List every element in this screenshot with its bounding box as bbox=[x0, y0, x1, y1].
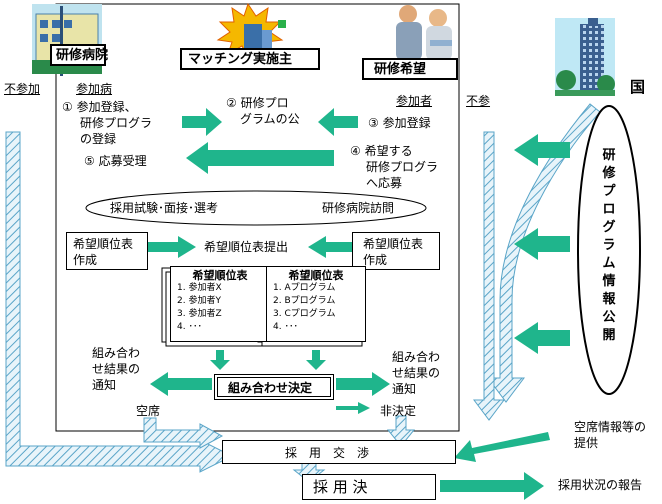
arrow-report bbox=[440, 472, 544, 500]
non-participating-left: 不参加 bbox=[4, 82, 41, 96]
nonparticipant-hatched-arrow bbox=[473, 131, 505, 421]
selection-oval bbox=[85, 190, 427, 226]
vacancy-info-1: 空席情報等の bbox=[574, 420, 647, 434]
gov-char: 報 bbox=[602, 292, 616, 307]
gov-char: グ bbox=[602, 220, 616, 235]
notify-left-1: 組み合わ bbox=[92, 346, 141, 360]
gov-char: 修 bbox=[602, 166, 616, 181]
applicant-ranking-create-1: 希望順位表 bbox=[363, 237, 424, 251]
report-label: 採用状況の報告 bbox=[558, 478, 643, 492]
arrow-step1 bbox=[182, 108, 222, 136]
vacancy-label: 空席 bbox=[136, 404, 161, 418]
step5: ⑤ 応募受理 bbox=[84, 154, 147, 168]
notify-right-3: 通知 bbox=[392, 382, 417, 396]
matching-decision: 組み合わせ決定 bbox=[228, 381, 313, 395]
notify-left-2: せ結果の bbox=[92, 362, 141, 376]
applicant-ranking-create-2: 作成 bbox=[363, 253, 388, 267]
arrow-notify-right bbox=[336, 372, 390, 396]
matching-decision-box: 組み合わせ決定 bbox=[214, 374, 334, 400]
arrow-ranking-left bbox=[148, 236, 196, 258]
gov-char: ム bbox=[602, 256, 616, 271]
participating-hospital: 参加病 bbox=[76, 82, 113, 96]
hospital-label: 研修病院 bbox=[56, 48, 109, 63]
step4-line3: へ応募 bbox=[366, 176, 403, 190]
matching-label-box: マッチング実施主 bbox=[180, 48, 320, 70]
hospital-sheet-item: 4. ･･･ bbox=[177, 322, 202, 332]
non-participating-right: 不参 bbox=[466, 94, 491, 108]
decision-label: 採 用 決 bbox=[313, 478, 368, 496]
left-hatched-arrow bbox=[5, 131, 234, 473]
arrow-gov-2 bbox=[514, 228, 570, 260]
gov-char: 研 bbox=[602, 148, 616, 163]
arrow-down-left bbox=[210, 350, 230, 370]
gov-char: ラ bbox=[602, 238, 616, 253]
selection-exam: 採用試験･面接･選考 bbox=[110, 201, 219, 215]
applicant-sheet-item: 3. Cプログラム bbox=[273, 309, 336, 319]
step4-line2: 研修プログラ bbox=[366, 160, 439, 174]
applicant-label: 研修希望 bbox=[374, 62, 427, 77]
applicant-sheet-item: 2. Bプログラム bbox=[273, 296, 336, 306]
hospital-ranking-sheet: 希望順位表 1. 参加者X 2. 参加者Y 3. 参加者Z 4. ･･･ bbox=[170, 266, 270, 342]
applicant-sheet-item: 4. ･･･ bbox=[273, 322, 298, 332]
matching-organizer-icon bbox=[216, 2, 286, 59]
applicant-ranking-create-box: 希望順位表 作成 bbox=[352, 232, 440, 270]
step4-line1: ④ 希望する bbox=[350, 144, 413, 158]
step1-line3: の登録 bbox=[80, 132, 117, 146]
applicant-sheet-item: 1. Aプログラム bbox=[273, 283, 336, 293]
government-oval bbox=[577, 105, 641, 395]
notify-left-3: 通知 bbox=[92, 378, 117, 392]
arrow-step4-5 bbox=[186, 142, 334, 174]
arrow-vacancy-info bbox=[454, 432, 550, 462]
hospital-sheet-title: 希望順位表 bbox=[192, 269, 248, 282]
gov-char: 公 bbox=[602, 310, 616, 325]
government-building-icon bbox=[555, 18, 615, 96]
gov-char: 開 bbox=[602, 328, 616, 343]
vacancy-info-2: 提供 bbox=[574, 436, 599, 450]
government-label: 国 bbox=[630, 78, 646, 96]
matching-label: マッチング実施主 bbox=[188, 52, 293, 67]
hospital-label-box: 研修病院 bbox=[50, 44, 109, 66]
negotiation-label: 採 用 交 渉 bbox=[285, 446, 370, 460]
arrow-step3 bbox=[318, 108, 358, 136]
hospital-sheet-item: 2. 参加者Y bbox=[177, 296, 221, 306]
arrow-ranking-right bbox=[308, 236, 352, 258]
hospital-ranking-create-box: 希望順位表 作成 bbox=[66, 232, 148, 270]
vacancy-hatched-arrow bbox=[143, 417, 224, 449]
hospital-sheet-item: 1. 参加者X bbox=[177, 283, 222, 293]
arrow-notify-left bbox=[150, 372, 212, 396]
main-frame bbox=[55, 3, 460, 432]
gov-char: プ bbox=[602, 184, 616, 199]
arrow-down-right bbox=[306, 350, 326, 370]
arrow-gov-1 bbox=[514, 134, 570, 166]
green-arrows bbox=[148, 108, 570, 500]
applicant-ranking-sheet: 希望順位表 1. Aプログラム 2. Bプログラム 3. Cプログラム 4. ･… bbox=[266, 266, 366, 342]
step1-line1: ① 参加登録、 bbox=[62, 100, 137, 114]
participant-label: 参加者 bbox=[396, 94, 433, 108]
arrow-gov-3 bbox=[514, 322, 570, 354]
negotiation-box: 採 用 交 渉 bbox=[222, 440, 456, 464]
step2-line1: ② 研修プロ bbox=[226, 96, 289, 110]
hospital-ranking-create-1: 希望順位表 bbox=[73, 237, 134, 251]
step2-line2: グラムの公 bbox=[240, 112, 300, 126]
applicant-label-box: 研修希望 bbox=[362, 58, 458, 80]
hospital-ranking-create-2: 作成 bbox=[73, 253, 98, 267]
hospital-sheet-item: 3. 参加者Z bbox=[177, 309, 222, 319]
step3: ③ 参加登録 bbox=[368, 116, 431, 130]
decision-box: 採 用 決 bbox=[302, 474, 436, 500]
right-curved-hatched-arrow bbox=[487, 103, 601, 403]
applicant-sheet-title: 希望順位表 bbox=[288, 269, 344, 282]
gov-char: ロ bbox=[602, 202, 616, 217]
undecided-label: 非決定 bbox=[380, 404, 417, 418]
step1-line2: 研修プログラ bbox=[80, 116, 153, 130]
notify-right-2: せ結果の bbox=[392, 366, 441, 380]
notify-right-1: 組み合わ bbox=[392, 350, 441, 364]
undecided-hatched-arrow bbox=[386, 415, 416, 447]
arrow-undecided bbox=[336, 402, 370, 414]
ranking-submit: 希望順位表提出 bbox=[204, 240, 289, 254]
gov-char: 情 bbox=[602, 274, 616, 289]
applicants-people-icon bbox=[396, 5, 452, 60]
selection-visit: 研修病院訪問 bbox=[322, 201, 395, 215]
